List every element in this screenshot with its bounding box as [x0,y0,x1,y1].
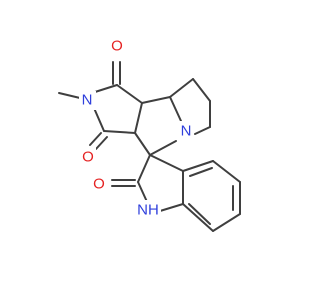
nitrogen-pyrrolidine-label: N [181,123,192,140]
carbon-bonds [58,78,241,232]
bond-c1-c7a [116,84,143,104]
heteroatom-bonds [93,84,211,212]
bond-c7a-c3a [134,102,143,134]
carbonyl-bonds [89,61,136,187]
atom-labels: O N O N O NH [79,37,194,220]
bond-n2-c8 [169,96,182,122]
bond-n-c1 [94,84,118,93]
bond-benz-1 [182,160,214,172]
bond-benz-2 [212,160,241,183]
bond-c3-c3a [103,130,136,134]
bond-n-c3 [93,107,105,132]
oxygen-top-label: O [111,38,123,55]
bond-n2-spiro [149,140,177,156]
bond-nh-c7a2 [159,203,184,212]
bond-c7a-c8 [141,96,171,104]
bond-spiro-c3a2 [149,154,184,172]
bond-c8-c9 [169,78,194,98]
chemical-structure-diagram: O N O N O NH [58,37,241,232]
bond-benz-4 [212,213,241,232]
nh-oxindole-label: NH [137,202,159,219]
bond-benz-inner-3 [188,203,211,225]
bond-methyl [58,92,81,99]
oxygen-oxindole-label: O [93,176,105,193]
bond-spiro-c2 [137,154,151,183]
bond-benz-5 [182,203,214,232]
oxygen-imide-label: O [82,149,94,166]
bond-benz-inner-1 [189,167,213,177]
carbonyl-mid-a [89,132,102,146]
nitrogen-imide-label: N [82,92,93,109]
bond-c3a-spiro [134,132,151,156]
carbonyl-mid-b [95,136,108,150]
bond-n2-c11 [194,126,211,135]
bond-c9-c10 [192,78,211,102]
